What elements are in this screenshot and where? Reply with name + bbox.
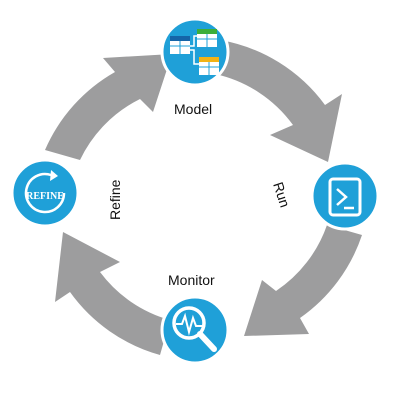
table-grid-icon bbox=[170, 29, 219, 75]
cycle-arrows bbox=[45, 40, 362, 355]
refine-node: REFINE bbox=[10, 158, 80, 228]
arrow-monitor-to-refine bbox=[55, 232, 170, 355]
model-label: Model bbox=[174, 101, 212, 117]
monitor-node bbox=[160, 295, 230, 365]
run-label: Run bbox=[270, 180, 293, 209]
terminal-prompt-icon bbox=[328, 177, 362, 217]
arrow-run-to-monitor bbox=[244, 225, 362, 336]
monitor-label: Monitor bbox=[168, 272, 215, 288]
refine-label: Refine bbox=[107, 179, 123, 220]
refine-circular-arrow-icon: REFINE bbox=[24, 170, 66, 214]
model-node bbox=[160, 17, 230, 87]
arrow-refine-to-model bbox=[45, 54, 172, 160]
arrow-model-to-run bbox=[215, 40, 342, 162]
magnifier-waveform-icon bbox=[172, 306, 217, 352]
run-node bbox=[310, 161, 380, 231]
refine-logo-text: REFINE bbox=[26, 191, 64, 202]
